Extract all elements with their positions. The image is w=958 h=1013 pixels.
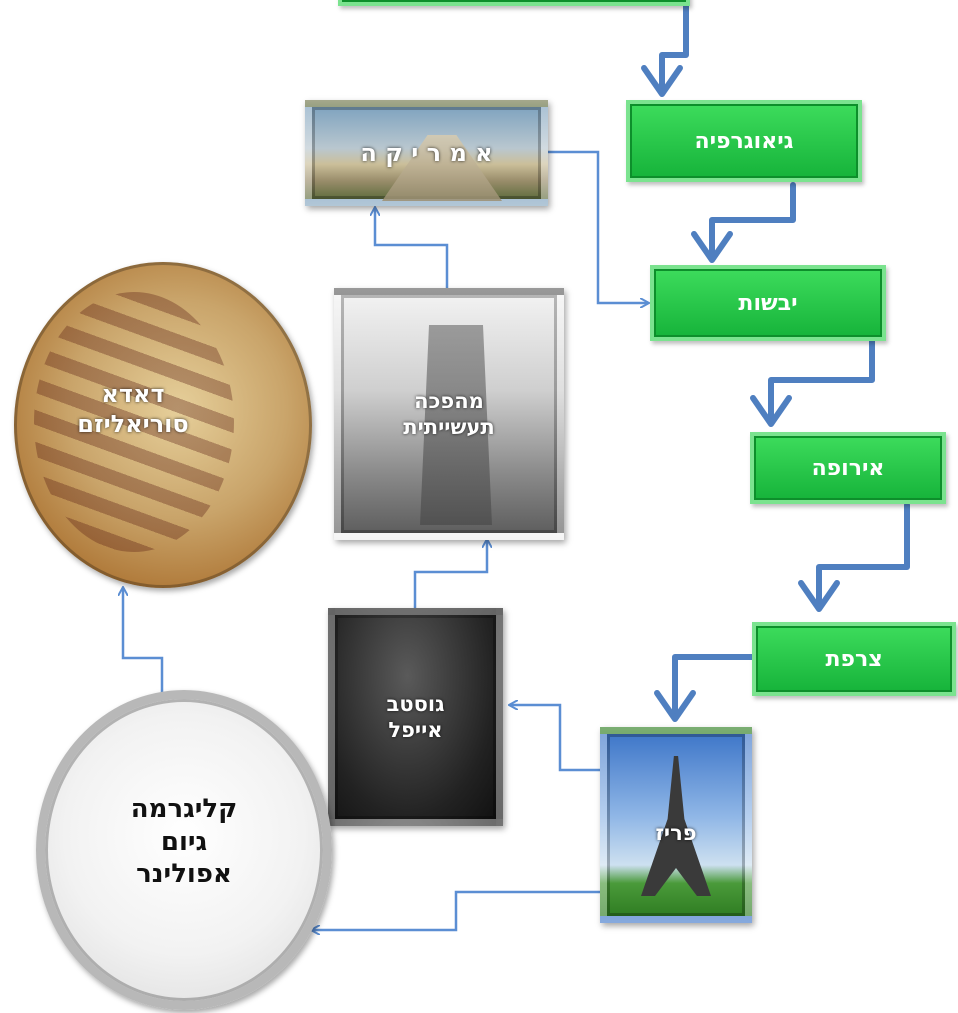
europe-label: אירופה (811, 455, 885, 481)
arrow-paris-to-eiffel (510, 705, 602, 772)
arrowhead-france (798, 580, 840, 612)
geography-node[interactable]: גיאוגרפיה (626, 100, 862, 182)
america-node[interactable]: א מ ר י ק ה (305, 100, 548, 206)
eiffel-node[interactable]: גוסטב אייפל (328, 608, 503, 826)
arrow-europe-to-france (816, 502, 910, 608)
dada-collage-image (34, 292, 234, 552)
calligram-label: קליגרמה גיום אפולינר (130, 794, 238, 890)
land-node[interactable]: יבשות (650, 265, 886, 341)
top-node[interactable] (338, 0, 690, 6)
bridge-image (420, 325, 492, 525)
industrial-label: מהפכה תעשייתית (403, 388, 495, 439)
arrow-industrial-to-america (375, 208, 449, 290)
europe-node[interactable]: אירופה (750, 432, 946, 504)
arrow-paris-to-calligram (312, 890, 602, 930)
land-label: יבשות (738, 290, 798, 316)
france-node[interactable]: צרפת (752, 622, 956, 696)
arrow-geography-to-land (709, 182, 796, 258)
paris-label: פריז (655, 820, 697, 845)
arrow-france-to-paris (672, 654, 755, 718)
arrow-land-to-europe (768, 330, 875, 423)
arrow-top-to-geography (659, 0, 689, 93)
arrow-eiffel-to-industrial (413, 540, 487, 608)
industrial-node[interactable]: מהפכה תעשייתית (334, 288, 564, 540)
arrowhead-europe (750, 395, 792, 427)
dada-label: דאדא סוריאליזם (77, 380, 189, 438)
arrowhead-paris (654, 690, 696, 722)
paris-node[interactable]: פריז (600, 727, 752, 923)
calligram-node[interactable]: קליגרמה גיום אפולינר (36, 690, 332, 1010)
arrowhead-geography (641, 65, 683, 97)
arrowhead-land (691, 231, 733, 263)
dada-node[interactable]: דאדא סוריאליזם (14, 262, 312, 588)
america-label: א מ ר י ק ה (360, 139, 493, 167)
france-label: צרפת (825, 646, 883, 672)
eiffel-label: גוסטב אייפל (386, 691, 445, 742)
geography-label: גיאוגרפיה (694, 128, 794, 154)
